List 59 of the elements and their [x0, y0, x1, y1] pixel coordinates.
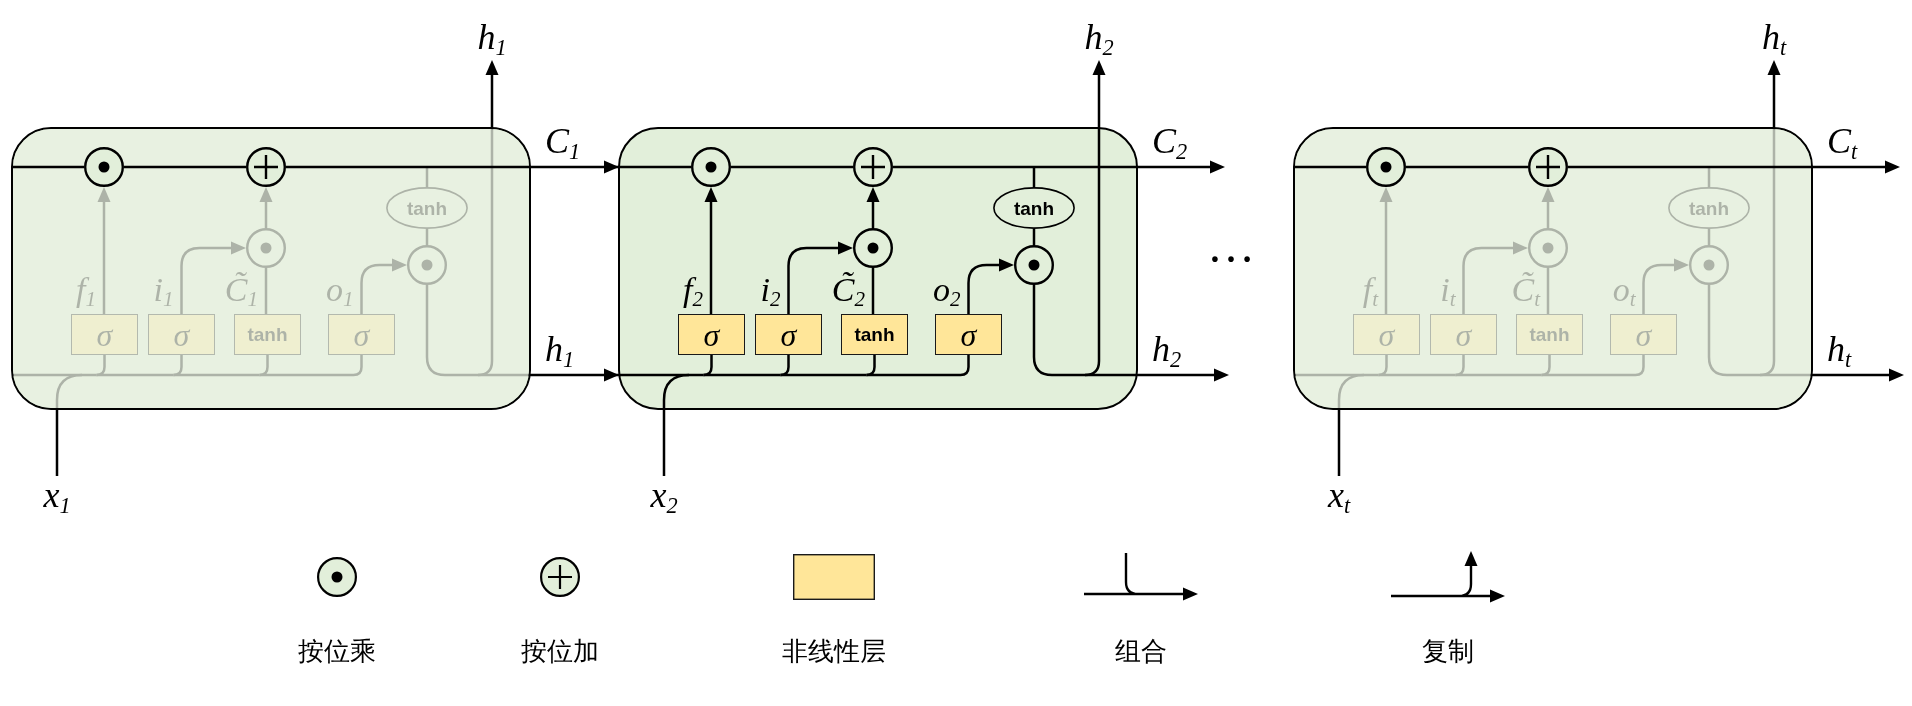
cell-panel — [618, 127, 1138, 410]
connector-line — [1406, 165, 1528, 169]
arrow — [866, 187, 880, 228]
connector-line — [662, 373, 691, 478]
arrow — [704, 187, 718, 314]
edge-label: h$_{2}$ — [1152, 329, 1182, 372]
connector-line — [1032, 283, 1087, 377]
layer-box: σ — [755, 314, 822, 355]
circled-plus-node — [853, 147, 893, 187]
connector-line — [1032, 167, 1036, 187]
output-label: h$_{1}$ — [477, 18, 507, 61]
edge-label: i$_{2}$ — [760, 270, 781, 311]
edge-label: C$_{1}$ — [545, 121, 581, 164]
cell-panel — [1293, 127, 1813, 410]
connector-line — [871, 268, 875, 314]
layer-box: tanh — [841, 314, 908, 355]
output-label: h$_{t}$ — [1761, 18, 1787, 61]
connector-line — [779, 353, 790, 377]
edge-label: h$_{1}$ — [545, 329, 575, 372]
edge-label: f$_{2}$ — [683, 270, 703, 311]
input-label: x$_{t}$ — [1327, 476, 1351, 519]
legend-label: 复制 — [1422, 637, 1474, 667]
ellipsis-label: … — [1207, 222, 1255, 270]
connector-line — [12, 165, 84, 169]
legend-label: 非线性层 — [782, 637, 886, 667]
layer-box: σ — [935, 314, 1002, 355]
edge-label: h$_{t}$ — [1827, 329, 1852, 372]
legend-label: 组合 — [1115, 637, 1167, 667]
connector-line — [1294, 165, 1366, 169]
arrow — [1034, 160, 1225, 174]
connector-line — [702, 353, 713, 377]
arrow — [787, 241, 853, 316]
layer-box: σ — [678, 314, 745, 355]
circled-dot-node — [1014, 245, 1054, 285]
edge-label: C$_{2}$ — [1152, 121, 1188, 164]
arrow — [1083, 60, 1106, 377]
edge-label: C̃$_{2}$ — [831, 270, 865, 311]
output-label: h$_{2}$ — [1084, 18, 1114, 61]
legend-label: 按位乘 — [298, 637, 376, 667]
connector-line — [731, 165, 853, 169]
legend-label: 按位加 — [521, 637, 599, 667]
connector-line — [286, 165, 427, 169]
connector-line — [1568, 165, 1709, 169]
connector-line — [893, 165, 1034, 169]
circled-dot-node — [691, 147, 731, 187]
arrow — [1709, 160, 1900, 174]
arrow — [967, 258, 1014, 316]
connector-line — [689, 373, 704, 377]
edge-label: o$_{2}$ — [932, 270, 961, 311]
cell-panel — [11, 127, 531, 410]
connector-line — [124, 165, 246, 169]
connector-line — [865, 353, 876, 377]
circled-dot-node — [853, 228, 893, 268]
edge-label: C$_{t}$ — [1827, 121, 1858, 164]
input-label: x$_{1}$ — [43, 476, 71, 519]
connector-line — [1032, 229, 1036, 245]
arrow — [427, 160, 691, 174]
input-label: x$_{2}$ — [650, 476, 678, 519]
activation-ellipse: tanh — [993, 187, 1075, 229]
